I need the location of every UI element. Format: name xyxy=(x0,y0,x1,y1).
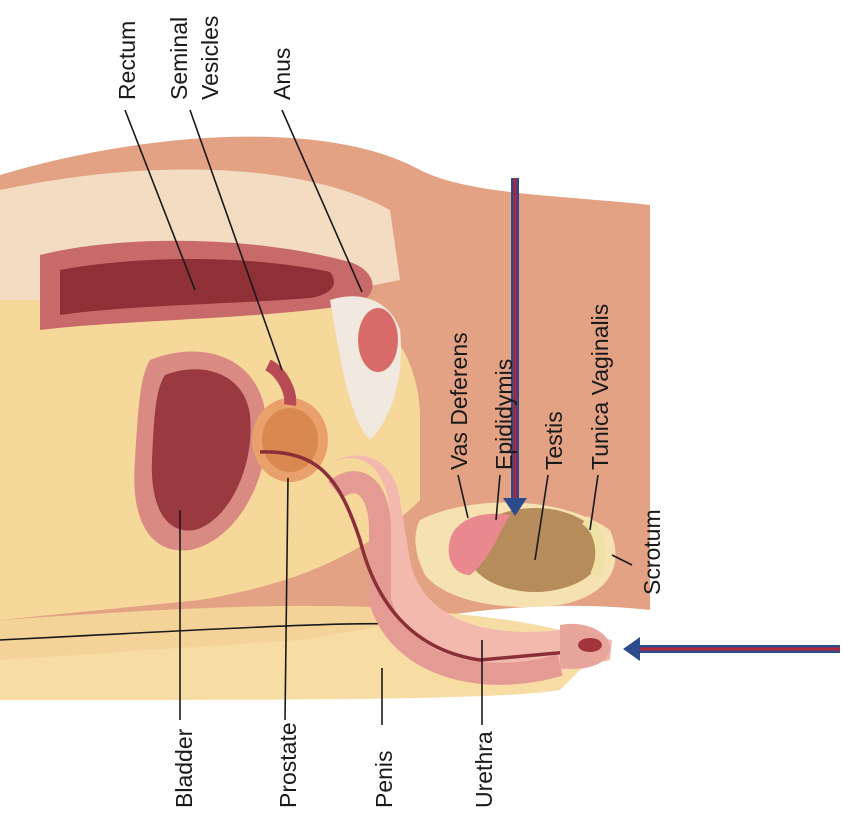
label-seminal: Seminal xyxy=(166,17,192,100)
label-anus: Anus xyxy=(269,48,295,100)
label-tunica-vaginalis: Tunica Vaginalis xyxy=(587,304,613,470)
label-scrotum: Scrotum xyxy=(639,509,665,595)
label-vesicles: Vesicles xyxy=(197,16,223,100)
horizontal-arrow xyxy=(623,637,840,661)
label-prostate: Prostate xyxy=(275,722,301,808)
label-testis: Testis xyxy=(541,411,567,470)
label-epididymis: Epididymis xyxy=(491,359,517,470)
label-penis: Penis xyxy=(371,750,397,808)
label-vas-deferens: Vas Deferens xyxy=(446,332,472,470)
label-bladder: Bladder xyxy=(171,728,197,808)
label-urethra: Urethra xyxy=(471,731,497,808)
label-rectum: Rectum xyxy=(114,21,140,100)
